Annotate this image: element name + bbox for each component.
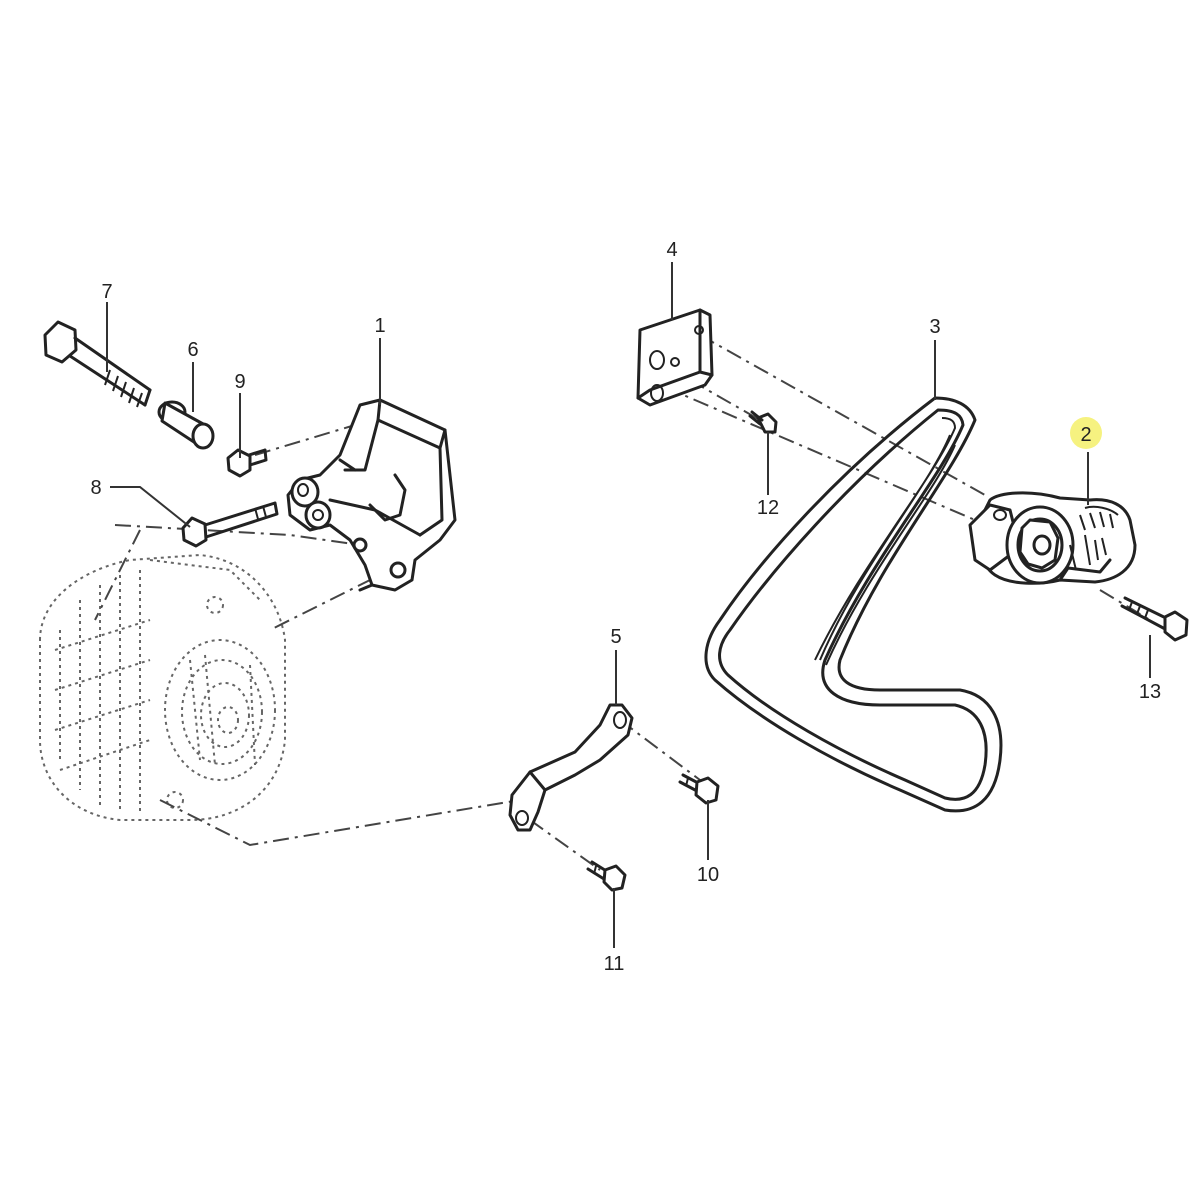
part-7-long-bolt — [43, 320, 152, 408]
callout-11: 11 — [604, 953, 625, 975]
part-11-bolt — [586, 860, 627, 892]
callout-1: 1 — [374, 315, 385, 337]
callout-2: 2 — [1080, 424, 1091, 446]
callout-2-highlight — [1070, 417, 1102, 449]
callout-12: 12 — [757, 497, 779, 519]
leader-lines — [106, 262, 1151, 948]
callout-9: 9 — [234, 371, 245, 393]
alternator-ghost — [39, 553, 286, 821]
part-13-bolt — [1120, 596, 1189, 642]
part-2-belt-tensioner — [968, 491, 1137, 585]
callout-6: 6 — [187, 339, 198, 361]
part-10-bolt — [678, 773, 720, 805]
callout-labels: 1 2 3 4 5 6 7 8 9 10 11 12 13 — [90, 239, 1161, 975]
part-4-mounting-plate — [636, 308, 714, 407]
callout-13: 13 — [1139, 681, 1161, 703]
part-5-link-bracket — [508, 703, 634, 832]
callout-5: 5 — [610, 626, 621, 648]
callout-10: 10 — [697, 864, 719, 886]
callout-4: 4 — [666, 239, 677, 261]
part-1-alternator-bracket — [286, 398, 457, 592]
callout-8: 8 — [90, 477, 101, 499]
part-8-bolt — [181, 501, 279, 548]
part-12-screw — [748, 410, 778, 434]
part-9-small-bolt — [226, 448, 268, 478]
part-3-serpentine-belt — [704, 396, 1003, 813]
callout-7: 7 — [101, 281, 112, 303]
part-6-bushing-sleeve — [157, 400, 215, 450]
callout-3: 3 — [929, 316, 940, 338]
